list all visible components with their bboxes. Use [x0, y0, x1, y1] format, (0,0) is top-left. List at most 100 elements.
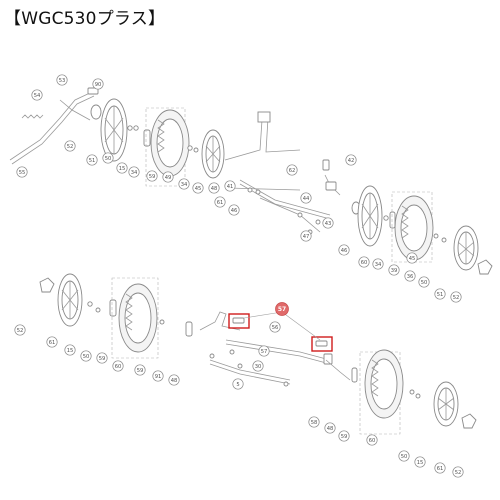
- bottom-callout-57: 57: [258, 345, 270, 357]
- top-callout-34: 34: [128, 166, 140, 178]
- callout-label: 51: [437, 292, 444, 298]
- callout-marker: [31, 89, 43, 101]
- model-title: 【WGC530プラス】: [4, 9, 166, 29]
- callout-label: 58: [311, 420, 318, 426]
- callout-label: 61: [437, 466, 444, 472]
- callout-marker: [398, 450, 410, 462]
- callout-marker: [414, 456, 426, 468]
- callout-label: 50: [401, 454, 408, 460]
- top-callout-45: 45: [406, 252, 418, 264]
- wheel-assembly-top-right: [351, 185, 493, 275]
- top-callout-51: 51: [86, 154, 98, 166]
- top-callout-43: 43: [322, 217, 334, 229]
- callout-marker: [162, 171, 174, 183]
- callout-label: 91: [155, 374, 162, 380]
- callout-label: 55: [19, 170, 26, 176]
- callout-marker: [269, 321, 281, 333]
- callout-label: 61: [217, 200, 224, 206]
- callout-marker: [64, 140, 76, 152]
- callout-marker: [224, 180, 236, 192]
- top-callout-46: 46: [228, 204, 240, 216]
- callout-57-label: 57: [278, 306, 286, 313]
- handle-bar: [9, 87, 99, 165]
- callout-label: 61: [49, 340, 56, 346]
- callout-marker: [208, 182, 220, 194]
- callout-marker: [404, 270, 416, 282]
- callout-marker: [308, 416, 320, 428]
- bottom-callout-48: 48: [324, 422, 336, 434]
- top-callout-34: 34: [372, 258, 384, 270]
- callout-label: 42: [348, 158, 355, 164]
- callout-marker: [286, 164, 298, 176]
- callout-marker: [168, 374, 180, 386]
- top-callout-36: 36: [404, 270, 416, 282]
- bottom-callout-61: 61: [46, 336, 58, 348]
- top-callout-52: 52: [64, 140, 76, 152]
- callout-label: 60: [115, 364, 122, 370]
- callout-label: 15: [119, 166, 126, 172]
- callout-label: 34: [131, 170, 138, 176]
- callout-marker: [146, 170, 158, 182]
- bottom-callout-50: 50: [398, 450, 410, 462]
- callout-marker: [345, 154, 357, 166]
- callout-label: 45: [195, 186, 202, 192]
- callout-marker: [406, 252, 418, 264]
- callout-marker: [324, 422, 336, 434]
- callout-marker: [134, 364, 146, 376]
- top-callout-46: 46: [338, 244, 350, 256]
- bottom-callout-15: 15: [64, 344, 76, 356]
- bottom-callout-91: 91: [152, 370, 164, 382]
- callout-label: 52: [453, 295, 460, 301]
- bottom-callout-50: 50: [80, 350, 92, 362]
- axle-frame-bottom: [199, 311, 351, 387]
- highlight-box-left[interactable]: [228, 313, 250, 329]
- callout-marker: [322, 217, 334, 229]
- callout-label: 59: [149, 174, 156, 180]
- callout-marker: [434, 462, 446, 474]
- bottom-callout-58: 58: [308, 416, 320, 428]
- callout-label: 59: [341, 434, 348, 440]
- callout-label: 56: [272, 325, 279, 331]
- spring-part: [21, 114, 44, 119]
- top-callout-55: 55: [16, 166, 28, 178]
- top-callout-41: 41: [224, 180, 236, 192]
- callout-marker: [116, 162, 128, 174]
- callout-label: 60: [361, 260, 368, 266]
- callout-marker: [450, 291, 462, 303]
- callout-label: 48: [211, 186, 218, 192]
- bottom-callout-48: 48: [168, 374, 180, 386]
- top-callout-53: 53: [56, 74, 68, 86]
- bottom-callout-59: 59: [134, 364, 146, 376]
- bottom-callout-59: 59: [338, 430, 350, 442]
- top-callout-61: 61: [214, 196, 226, 208]
- callout-marker: [14, 324, 26, 336]
- bottom-callout-52: 52: [452, 466, 464, 478]
- callout-marker: [300, 192, 312, 204]
- callout-marker: [258, 345, 270, 357]
- top-callout-42: 42: [345, 154, 357, 166]
- bottom-callout-30: 30: [252, 360, 264, 372]
- highlight-box-right[interactable]: [311, 336, 333, 352]
- callout-label: 48: [327, 426, 334, 432]
- callout-marker: [232, 378, 244, 390]
- callout-label: 47: [303, 234, 310, 240]
- callout-label: 43: [325, 221, 332, 227]
- callout-marker: [300, 230, 312, 242]
- top-callout-45: 45: [192, 182, 204, 194]
- top-callout-54: 54: [31, 89, 43, 101]
- callout-marker: [452, 466, 464, 478]
- bottom-callout-15: 15: [414, 456, 426, 468]
- bottom-callout-60: 60: [366, 434, 378, 446]
- callout-label: 39: [391, 268, 398, 274]
- callout-57-marker[interactable]: [275, 302, 289, 316]
- highlighted-part-57[interactable]: 57: [228, 302, 333, 352]
- callout-label: 50: [83, 354, 90, 360]
- callout-marker: [372, 258, 384, 270]
- callout-marker: [86, 154, 98, 166]
- wheel-assembly-bottom-left: [39, 273, 193, 359]
- callout-marker: [252, 360, 264, 372]
- callout-marker: [178, 178, 190, 190]
